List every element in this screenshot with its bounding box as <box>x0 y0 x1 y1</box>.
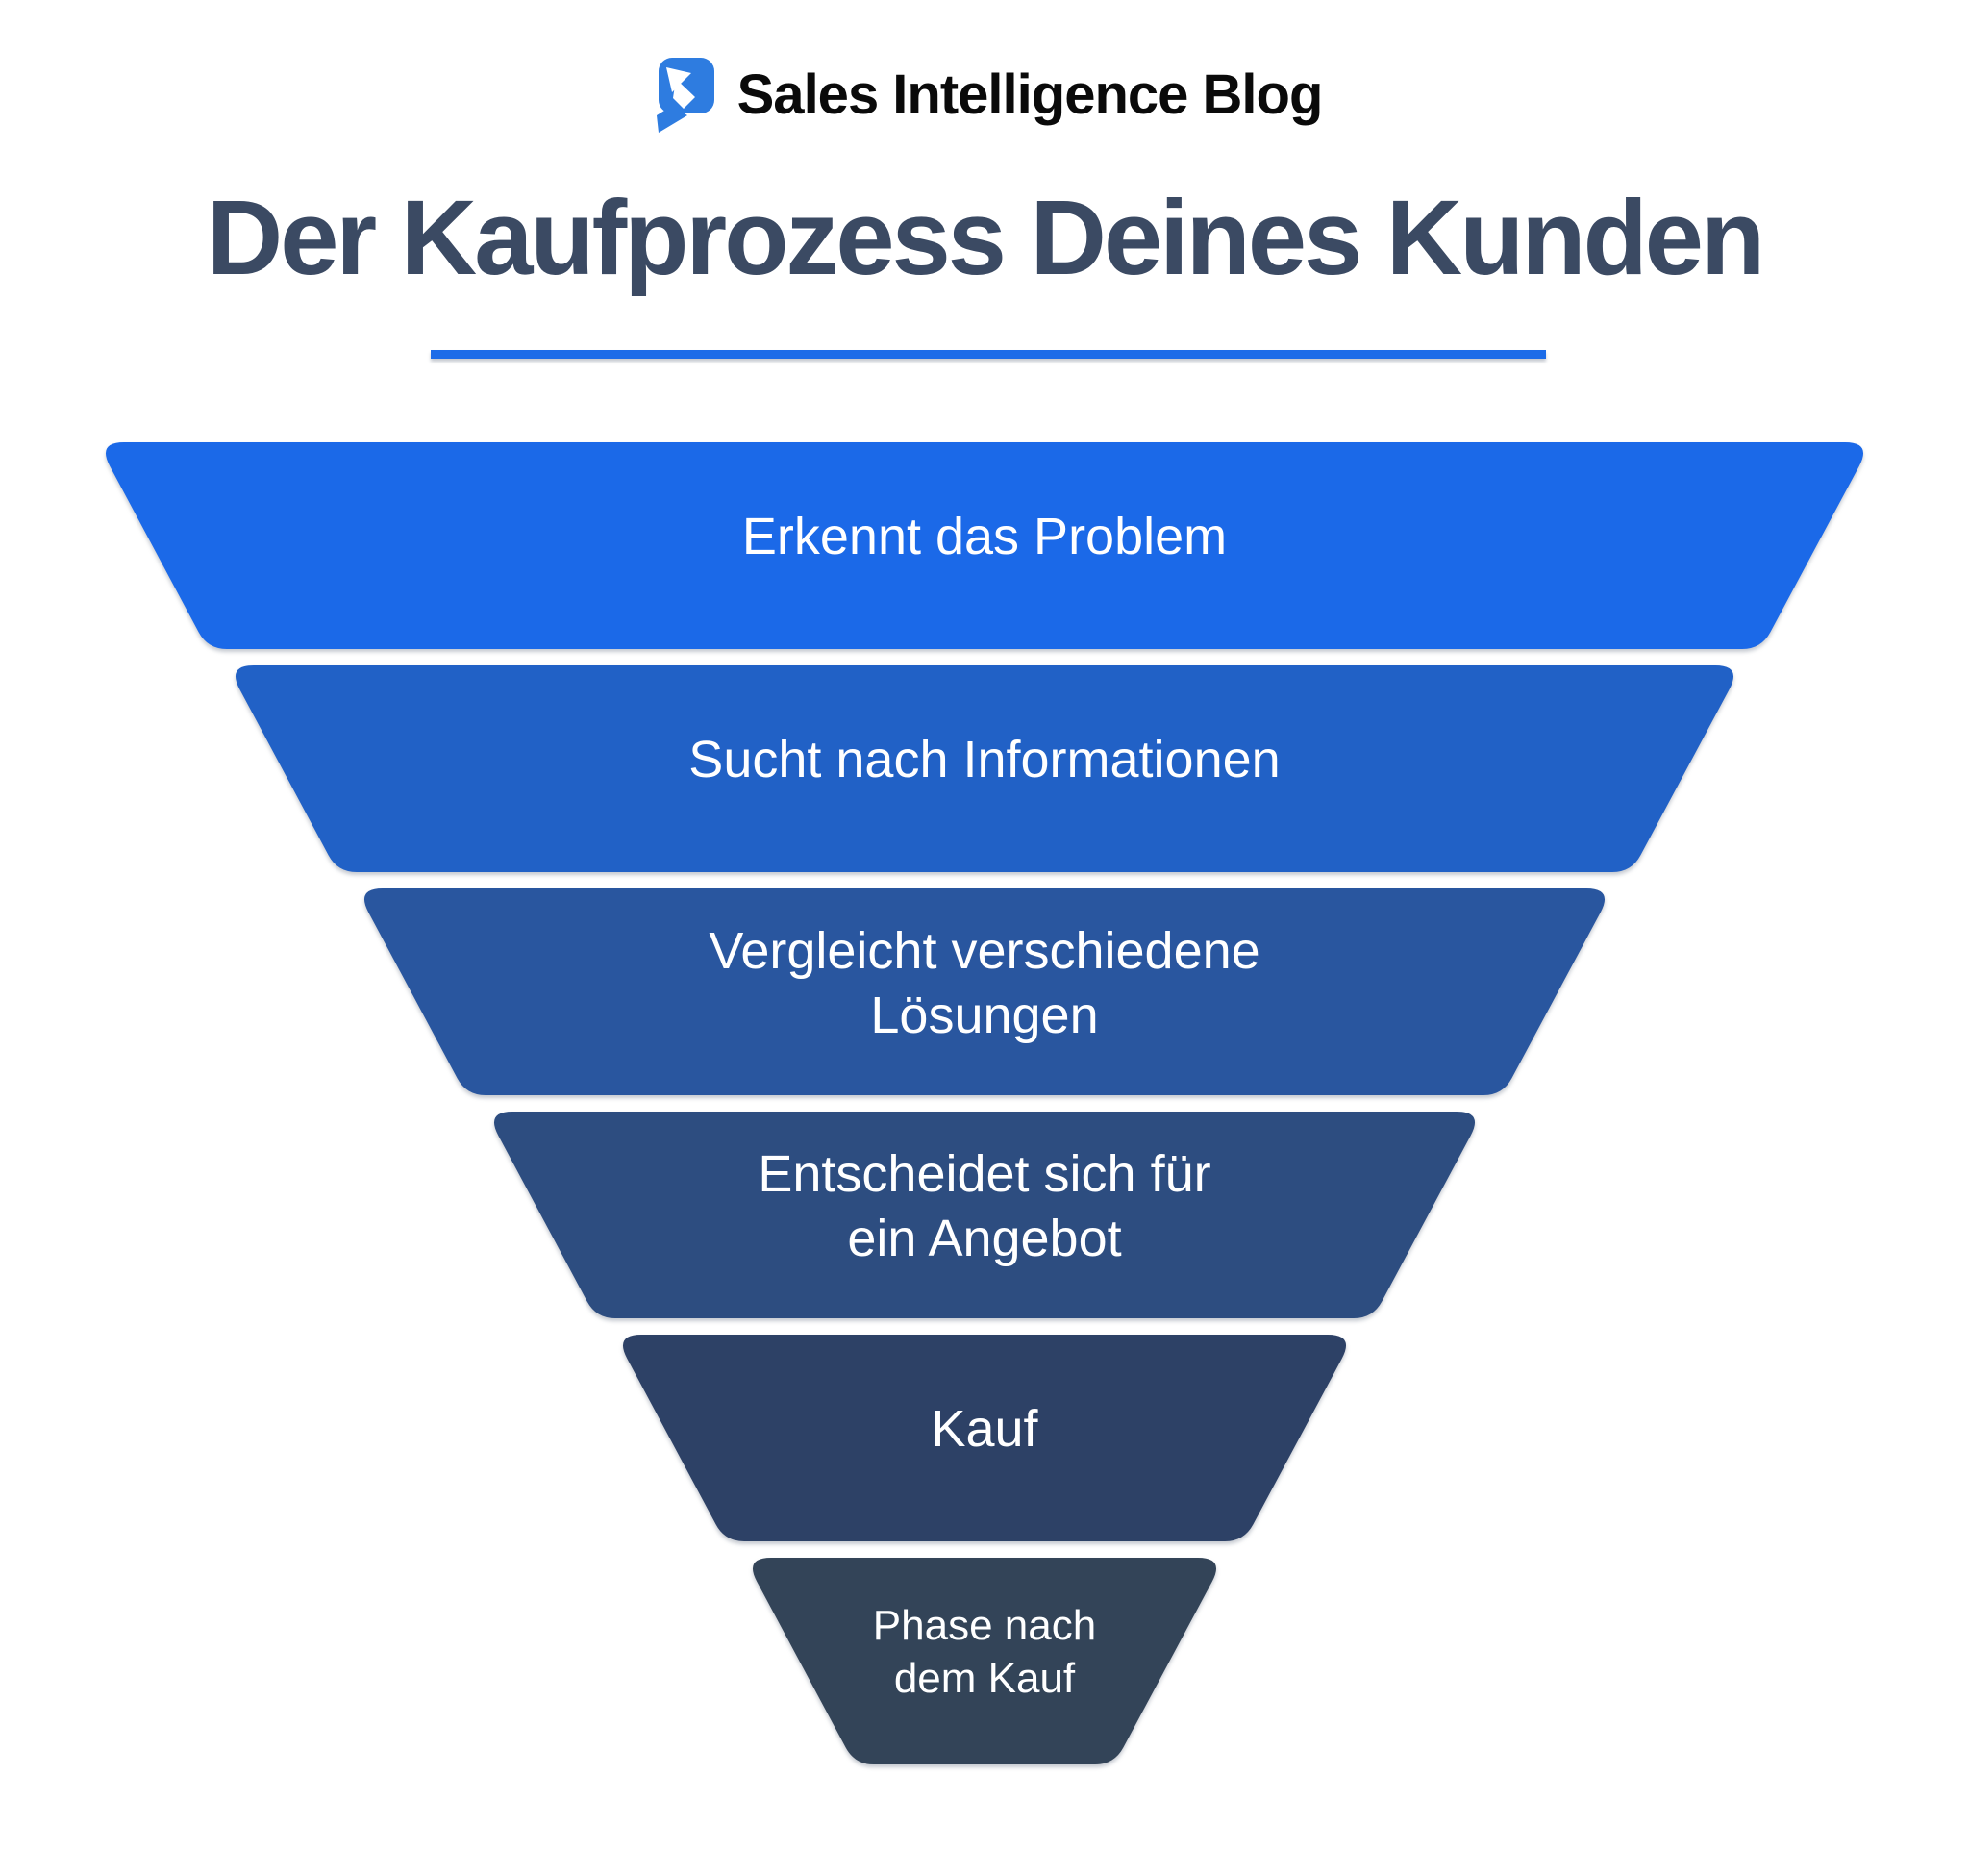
funnel-stage-shape-1 <box>105 442 1864 649</box>
arrow-square-logo-icon <box>656 58 714 133</box>
logo-text: Sales Intelligence Blog <box>736 63 1324 126</box>
funnel-stage-shape-3 <box>363 888 1606 1095</box>
logo: Sales Intelligence Blog <box>0 50 1969 138</box>
funnel-stage-shape-6 <box>752 1558 1217 1764</box>
funnel-stage-shape-5 <box>622 1335 1347 1541</box>
title-underline-rule <box>431 350 1546 359</box>
funnel-stage-shape-2 <box>235 665 1734 872</box>
funnel-stage-shape-4 <box>493 1112 1476 1318</box>
page-title: Der Kaufprozess Deines Kunden <box>206 179 1765 297</box>
